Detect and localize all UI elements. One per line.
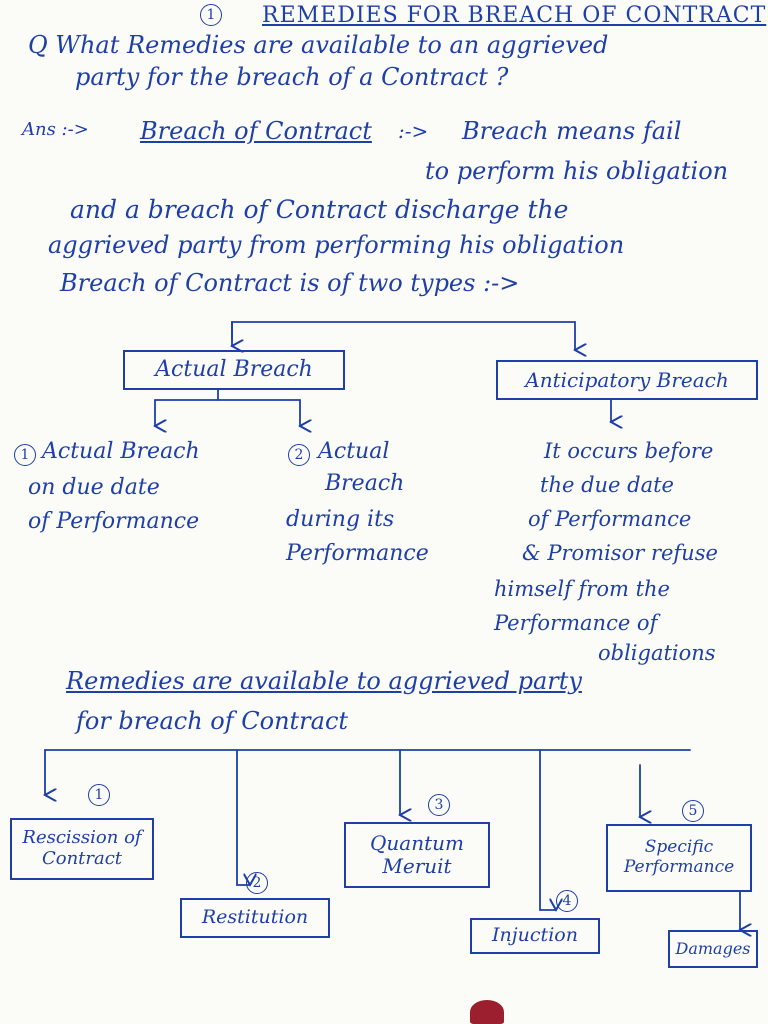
remedy-4-box: Injuction — [470, 918, 600, 954]
actual-sub1-line-2: on due date — [28, 475, 160, 500]
actual-sub1-number: 1 — [14, 444, 36, 466]
remedy-1-box: Rescission of Contract — [10, 818, 154, 880]
anticipatory-line-5: himself from the — [494, 577, 670, 601]
remedy-2-number: 2 — [246, 872, 268, 894]
answer-line-3: and a breach of Contract discharge the — [70, 195, 569, 224]
answer-line-1: Breach means fail — [462, 117, 682, 145]
actual-sub2-line-1: Actual — [318, 439, 390, 464]
actual-sub2-line-4: Performance — [286, 541, 429, 566]
remedy-2-box: Restitution — [180, 898, 330, 938]
remedy-5-number: 5 — [682, 800, 704, 822]
answer-term: Breach of Contract — [140, 117, 372, 145]
anticipatory-line-1: It occurs before — [544, 439, 714, 463]
remedy-3-box: Quantum Meruit — [344, 822, 490, 888]
ink-blot — [470, 1000, 504, 1024]
damages-box: Damages — [668, 930, 758, 968]
remedy-5-box: Specific Performance — [606, 824, 752, 892]
actual-sub2-number: 2 — [288, 444, 310, 466]
answer-prefix: Ans :-> — [22, 119, 89, 140]
answer-line-2: to perform his obligation — [425, 157, 729, 185]
actual-sub1-line-1: Actual Breach — [42, 439, 200, 464]
anticipatory-line-7: obligations — [598, 641, 716, 665]
anticipatory-line-4: & Promisor refuse — [522, 541, 718, 565]
question-line-2: party for the breach of a Contract ? — [75, 63, 509, 91]
remedy-4-number: 4 — [556, 890, 578, 912]
remedy-3-number: 3 — [428, 794, 450, 816]
anticipatory-line-3: of Performance — [528, 507, 692, 531]
header-number: 1 — [200, 4, 222, 26]
actual-sub1-line-3: of Performance — [28, 509, 200, 534]
answer-line-5: Breach of Contract is of two types :-> — [60, 269, 520, 297]
actual-sub2-line-2: Breach — [325, 471, 405, 496]
anticipatory-line-6: Performance of — [494, 611, 658, 635]
anticipatory-line-2: the due date — [540, 473, 674, 497]
remedies-heading-2: for breach of Contract — [76, 707, 349, 735]
anticipatory-breach-box: Anticipatory Breach — [496, 360, 758, 400]
page-title: REMEDIES FOR BREACH OF CONTRACT — [262, 3, 767, 28]
actual-breach-box: Actual Breach — [123, 350, 345, 390]
question-line-1: Q What Remedies are available to an aggr… — [28, 31, 609, 59]
remedies-heading-1: Remedies are available to aggrieved part… — [66, 667, 582, 695]
answer-arrow: :-> — [398, 119, 429, 143]
answer-line-4: aggrieved party from performing his obli… — [48, 231, 625, 259]
actual-sub2-line-3: during its — [286, 507, 395, 532]
remedy-1-number: 1 — [88, 784, 110, 806]
